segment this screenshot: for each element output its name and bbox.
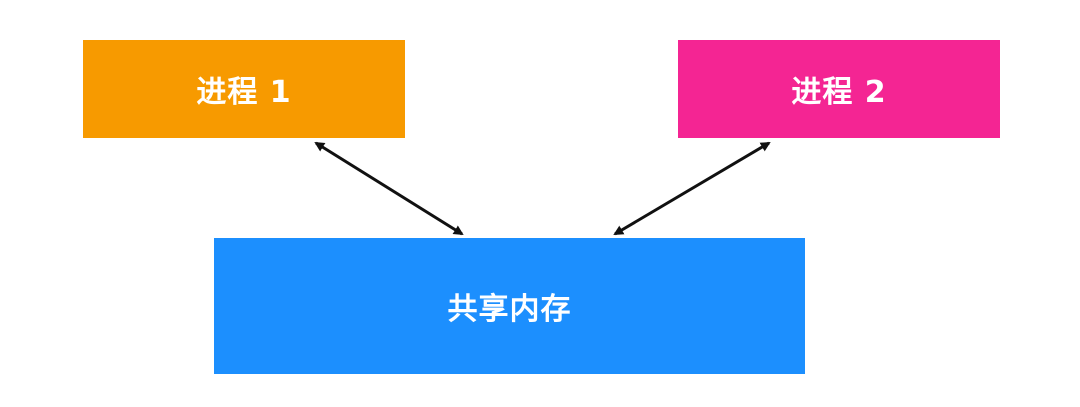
shared-memory-label: 共享内存 [447, 292, 572, 327]
process-1-to-shared-memory-arrow [314, 141, 464, 236]
process-1-box: 进程 1 [83, 40, 405, 138]
shared-memory-box: 共享内存 [214, 238, 805, 374]
process-2-label: 进程 2 [791, 75, 887, 110]
process-2-to-shared-memory-arrow [613, 141, 771, 236]
process-1-label: 进程 1 [196, 75, 292, 110]
process-2-box: 进程 2 [678, 40, 1000, 138]
